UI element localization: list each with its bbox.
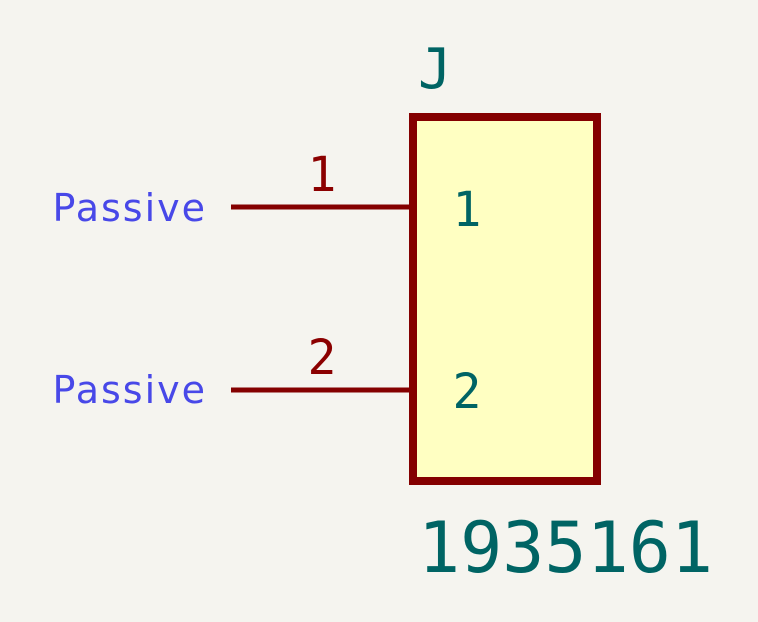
reference-designator: J	[418, 37, 452, 102]
pin-2-number: 2	[308, 330, 337, 386]
pin-1-type: Passive	[52, 186, 207, 230]
symbol-body[interactable]	[409, 113, 601, 485]
pin-1[interactable]: 1 1 Passive	[52, 147, 481, 238]
pin-2[interactable]: 2 2 Passive	[52, 330, 481, 420]
pin-1-name: 1	[453, 182, 482, 238]
component-value: 1935161	[418, 507, 713, 589]
pin-2-type: Passive	[52, 368, 207, 412]
pin-1-number: 1	[308, 147, 337, 203]
pin-2-name: 2	[453, 364, 482, 420]
